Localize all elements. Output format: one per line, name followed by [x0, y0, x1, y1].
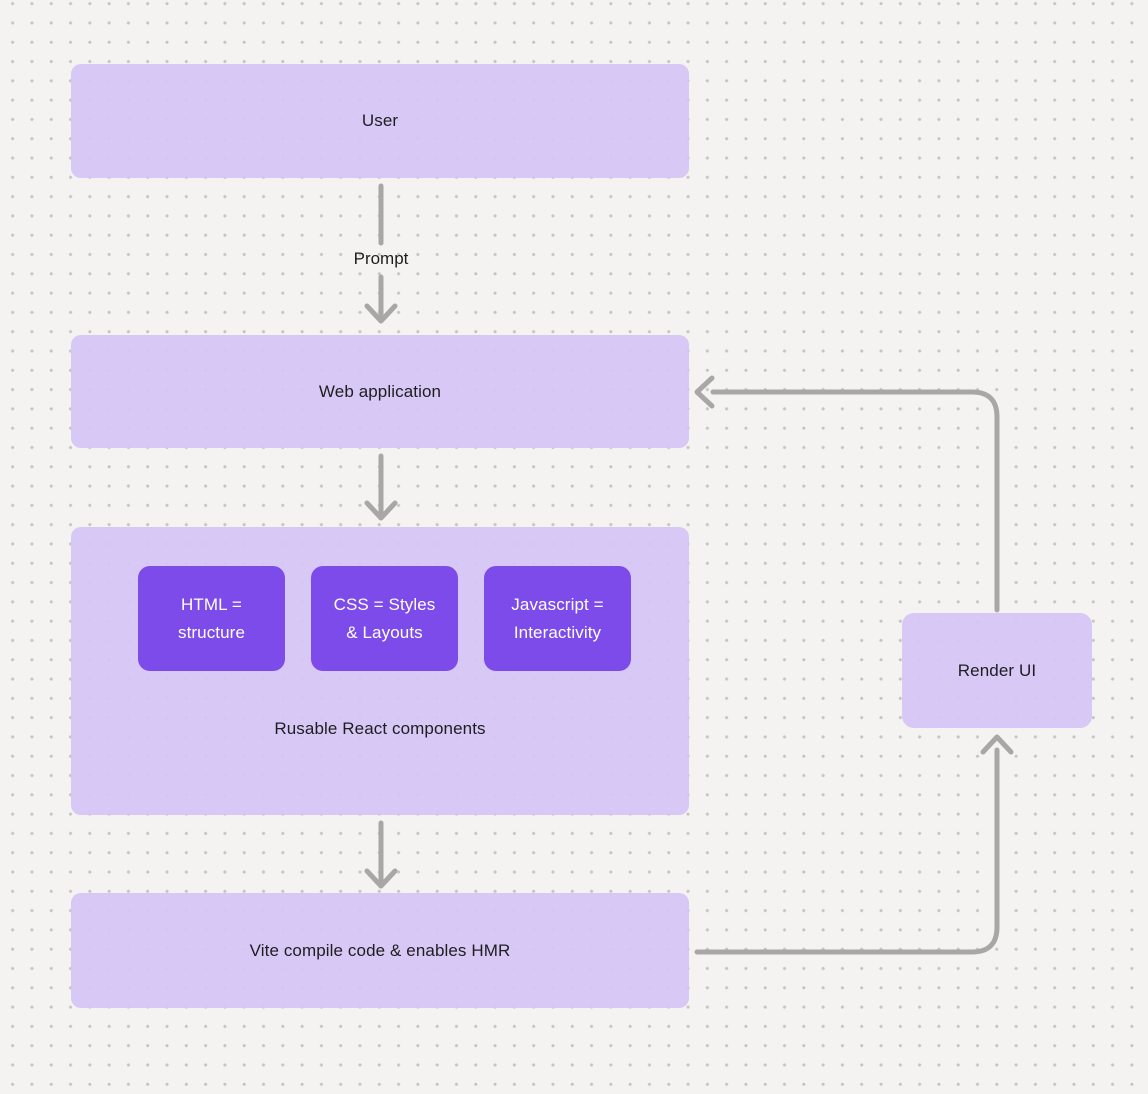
arrowhead-down-vite-icon: [364, 868, 398, 889]
arrowhead-up-render-icon: [980, 734, 1014, 755]
node-javascript-label-line2: Interactivity: [513, 622, 602, 642]
node-javascript[interactable]: Javascript = Interactivity: [484, 566, 631, 671]
node-css-label-line1: CSS = Styles: [333, 594, 436, 614]
node-vite[interactable]: Vite compile code & enables HMR: [71, 893, 689, 1008]
node-user-label: User: [361, 111, 399, 130]
node-javascript-label-line1: Javascript =: [511, 594, 604, 614]
node-vite-label: Vite compile code & enables HMR: [249, 940, 511, 960]
arrowhead-down-group-icon: [364, 500, 398, 521]
node-user[interactable]: User: [71, 64, 689, 178]
node-css-label-line2: & Layouts: [346, 622, 423, 642]
node-web-application-label: Web application: [318, 381, 442, 401]
arrowhead-down-webapp-icon: [364, 303, 398, 324]
node-html[interactable]: HTML = structure: [138, 566, 285, 671]
node-components-group[interactable]: HTML = structure CSS = Styles & Layouts …: [71, 527, 689, 815]
edge-render-webapp: [710, 389, 1000, 613]
node-render-ui-label: Render UI: [957, 660, 1037, 680]
node-render-ui[interactable]: Render UI: [902, 613, 1092, 728]
edge-label-prompt: Prompt: [353, 249, 409, 268]
node-css[interactable]: CSS = Styles & Layouts: [311, 566, 458, 671]
node-web-application[interactable]: Web application: [71, 335, 689, 448]
components-group-caption: Rusable React components: [274, 719, 486, 738]
arrowhead-left-webapp-icon: [694, 375, 715, 409]
edge-vite-render: [694, 747, 1000, 955]
node-html-label-line2: structure: [177, 622, 246, 642]
node-html-label-line1: HTML =: [181, 594, 242, 614]
